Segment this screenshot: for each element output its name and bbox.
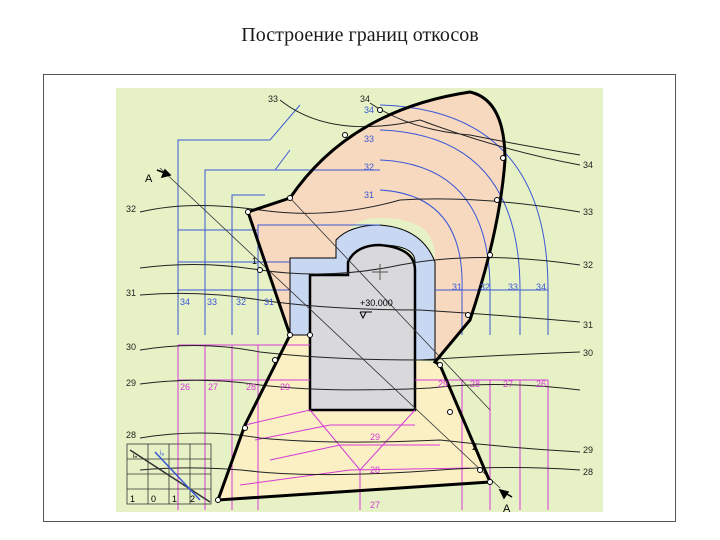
fill-slope-area bbox=[218, 335, 490, 500]
fill-label-29: 29 bbox=[370, 432, 380, 442]
fill-label-28: 28 bbox=[370, 465, 380, 475]
magenta-right-label-3: 26 bbox=[536, 379, 546, 389]
blue-right-label-3: 34 bbox=[536, 282, 546, 292]
elevation-label: +30.000 bbox=[360, 298, 393, 308]
scale-ip: iₚ bbox=[160, 450, 165, 457]
blue-left-label-0: 34 bbox=[180, 297, 190, 307]
contour-label-left-30: 30 bbox=[126, 342, 136, 352]
contour-label-right-34: 34 bbox=[583, 160, 593, 170]
boundary-points bbox=[215, 107, 506, 503]
blue-right-label-2: 33 bbox=[508, 282, 518, 292]
section-label-a-bottom: A bbox=[503, 503, 511, 515]
scale-grid bbox=[126, 443, 212, 505]
contour-label-right-31: 31 bbox=[583, 320, 593, 330]
section-label-a-top: A bbox=[145, 173, 153, 185]
magenta-left-label-0: 26 bbox=[180, 382, 190, 392]
slide-title: Построение границ откосов bbox=[241, 24, 479, 46]
scale-ic: iₙ bbox=[133, 453, 138, 460]
fill-label-27: 27 bbox=[370, 500, 380, 510]
magenta-right-label-2: 27 bbox=[503, 379, 513, 389]
platform bbox=[308, 243, 417, 412]
contour-label-top-33: 33 bbox=[268, 94, 278, 104]
construction-diagonals bbox=[159, 167, 501, 489]
scale-tick-0: 1 bbox=[130, 494, 135, 504]
blue-left-label-3: 31 bbox=[264, 297, 274, 307]
cut-label-32: 32 bbox=[364, 162, 374, 172]
blue-right-label-1: 32 bbox=[480, 282, 490, 292]
node-label-2: 2 bbox=[472, 442, 477, 452]
blue-left-label-2: 32 bbox=[236, 297, 246, 307]
magenta-left-label-1: 27 bbox=[208, 382, 218, 392]
contour-label-right-28: 28 bbox=[583, 467, 593, 477]
blue-right-label-0: 31 bbox=[452, 282, 462, 292]
scale-tick-3: 2 bbox=[190, 494, 195, 504]
contour-label-top-34: 34 bbox=[360, 94, 370, 104]
elevation-marker-icon bbox=[359, 311, 372, 320]
blue-left-label-1: 33 bbox=[207, 297, 217, 307]
contour-label-left-29: 29 bbox=[126, 378, 136, 388]
magenta-right-label-0: 29 bbox=[438, 379, 448, 389]
magenta-right-label-1: 28 bbox=[470, 379, 480, 389]
contour-label-right-33: 33 bbox=[583, 207, 593, 217]
cut-label-33: 33 bbox=[364, 134, 374, 144]
contour-label-right-30: 30 bbox=[583, 348, 593, 358]
platform-center-mark bbox=[372, 264, 388, 280]
contour-label-right-29: 29 bbox=[583, 445, 593, 455]
contour-lines bbox=[139, 99, 581, 476]
cut-slope-area bbox=[248, 92, 505, 362]
scale-tick-1: 0 bbox=[151, 494, 156, 504]
cut-label-31: 31 bbox=[364, 190, 374, 200]
magenta-left-label-3: 29 bbox=[280, 382, 290, 392]
slope-boundary bbox=[215, 90, 507, 502]
contour-label-left-32: 32 bbox=[126, 204, 136, 214]
contour-label-left-28: 28 bbox=[126, 430, 136, 440]
node-label-1: 1 bbox=[252, 256, 257, 266]
section-line-arrows bbox=[156, 168, 513, 500]
contour-label-top-34b: 34 bbox=[364, 105, 374, 115]
scale-tick-2: 1 bbox=[172, 494, 177, 504]
contour-label-right-32: 32 bbox=[583, 260, 593, 270]
magenta-left-label-2: 28 bbox=[246, 382, 256, 392]
contour-label-left-31: 31 bbox=[126, 288, 136, 298]
